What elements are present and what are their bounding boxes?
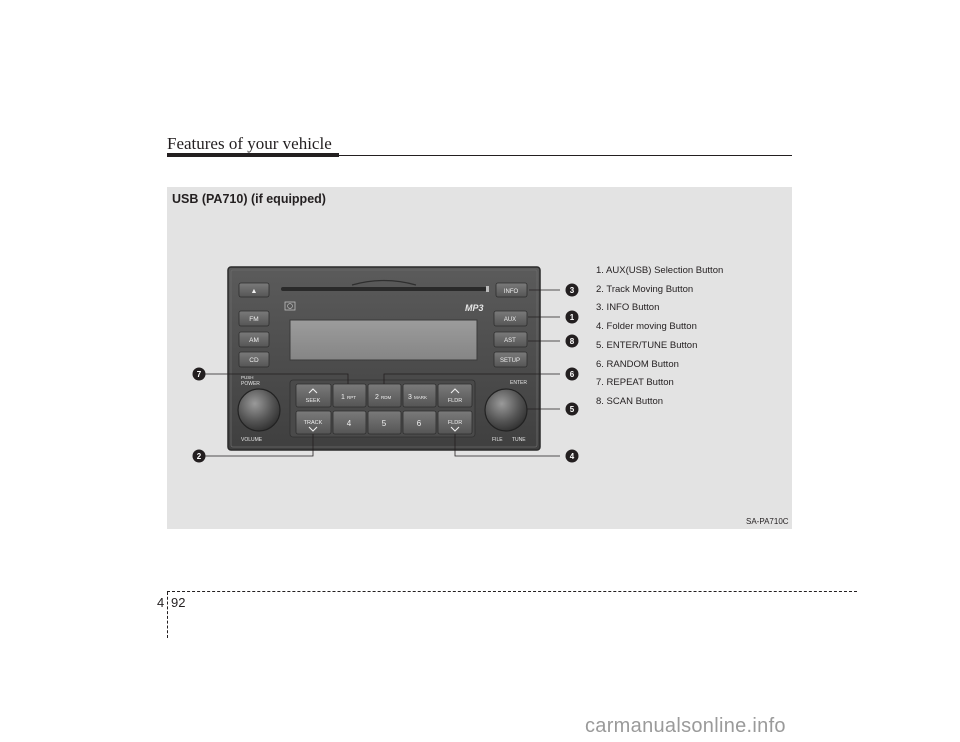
- svg-text:AM: AM: [249, 337, 259, 344]
- svg-text:AUX: AUX: [504, 317, 516, 323]
- svg-text:SETUP: SETUP: [500, 358, 520, 364]
- header-rule: [167, 155, 792, 156]
- cd-slot: [281, 287, 487, 291]
- file-label: FILE: [492, 437, 503, 443]
- mp3-logo: MP3: [465, 303, 484, 313]
- svg-text:5: 5: [382, 419, 387, 428]
- cd-button: CD: [238, 351, 270, 368]
- volume-label: VOLUME: [241, 437, 263, 443]
- svg-text:4: 4: [570, 452, 575, 461]
- svg-text:MARK: MARK: [414, 395, 427, 400]
- legend-item: 2. Track Moving Button: [596, 283, 694, 295]
- enter-label: ENTER: [510, 380, 527, 386]
- svg-text:▲: ▲: [251, 288, 258, 295]
- button-legend: 1. AUX(USB) Selection Button 2. Track Mo…: [596, 262, 723, 412]
- svg-text:1: 1: [341, 394, 345, 401]
- key-6-button: 6: [402, 410, 437, 435]
- figure-title: USB (PA710) (if equipped): [172, 192, 326, 206]
- page-header-title: Features of your vehicle: [167, 134, 332, 153]
- legend-item: 1. AUX(USB) Selection Button: [596, 265, 724, 276]
- folder-down-button: FLDR: [437, 410, 473, 435]
- svg-text:1: 1: [570, 313, 575, 322]
- callout-6: 6: [565, 367, 579, 381]
- aux-button: AUX: [493, 310, 528, 327]
- power-label: POWER: [241, 381, 260, 387]
- svg-text:AST: AST: [504, 338, 516, 344]
- svg-text:RPT: RPT: [347, 395, 356, 400]
- callout-3: 3: [565, 283, 579, 297]
- svg-text:6: 6: [570, 370, 575, 379]
- page-number: 92: [171, 595, 186, 610]
- key-4-button: 4: [332, 410, 367, 435]
- callout-leader-lines: [203, 289, 560, 457]
- push-label: PUSH: [241, 375, 254, 380]
- svg-text:2: 2: [375, 394, 379, 401]
- watermark: carmanualsonline.info: [585, 715, 786, 737]
- legend-item: 8. SCAN Button: [596, 395, 664, 407]
- callout-1: 1: [565, 310, 579, 324]
- svg-text:2: 2: [197, 452, 202, 461]
- svg-text:FM: FM: [249, 316, 258, 323]
- folder-up-button: FLDR: [437, 383, 473, 408]
- figure-code: SA-PA710C: [746, 517, 789, 526]
- tune-knob: [484, 388, 528, 432]
- track-button: TRACK: [295, 410, 332, 435]
- legend-item: 3. INFO Button: [596, 302, 660, 314]
- section-number: 4: [157, 595, 165, 610]
- footer-rule: [167, 591, 857, 592]
- key-5-button: 5: [367, 410, 402, 435]
- svg-text:6: 6: [417, 419, 422, 428]
- info-button: INFO: [495, 282, 528, 298]
- svg-text:5: 5: [570, 405, 575, 414]
- eject-button: ▲: [238, 282, 270, 298]
- ast-button: AST: [493, 331, 528, 348]
- svg-text:SEEK: SEEK: [306, 398, 321, 404]
- tune-label: TUNE: [512, 437, 526, 443]
- footer-vertical-rule: [167, 592, 168, 638]
- disc-icon: [284, 301, 296, 311]
- am-button: AM: [238, 331, 270, 348]
- svg-text:4: 4: [347, 419, 352, 428]
- key-1-rpt-button: 1 RPT: [332, 383, 367, 408]
- seek-button: SEEK: [295, 383, 332, 408]
- key-2-rdm-button: 2 RDM: [367, 383, 402, 408]
- callout-7: 7: [192, 367, 206, 381]
- svg-text:TRACK: TRACK: [304, 420, 323, 426]
- svg-text:7: 7: [197, 370, 202, 379]
- legend-item: 7. REPEAT Button: [596, 377, 674, 389]
- svg-text:3: 3: [570, 286, 575, 295]
- legend-item: 5. ENTER/TUNE Button: [596, 339, 698, 351]
- callout-4: 4: [565, 449, 579, 463]
- legend-item: 6. RANDOM Button: [596, 358, 679, 370]
- fm-button: FM: [238, 310, 270, 327]
- svg-text:3: 3: [408, 394, 412, 401]
- legend-item: 4. Folder moving Button: [596, 321, 697, 333]
- svg-text:8: 8: [570, 337, 575, 346]
- setup-button: SETUP: [493, 351, 528, 368]
- svg-text:CD: CD: [249, 357, 259, 364]
- svg-text:FLDR: FLDR: [448, 420, 462, 426]
- callout-2: 2: [192, 449, 206, 463]
- svg-text:FLDR: FLDR: [448, 398, 462, 404]
- volume-knob: [237, 388, 281, 432]
- lcd-display: [289, 319, 478, 361]
- callout-5: 5: [565, 402, 579, 416]
- svg-text:INFO: INFO: [504, 289, 519, 295]
- callout-8: 8: [565, 334, 579, 348]
- svg-text:RDM: RDM: [381, 395, 391, 400]
- key-3-mark-button: 3 MARK: [402, 383, 437, 408]
